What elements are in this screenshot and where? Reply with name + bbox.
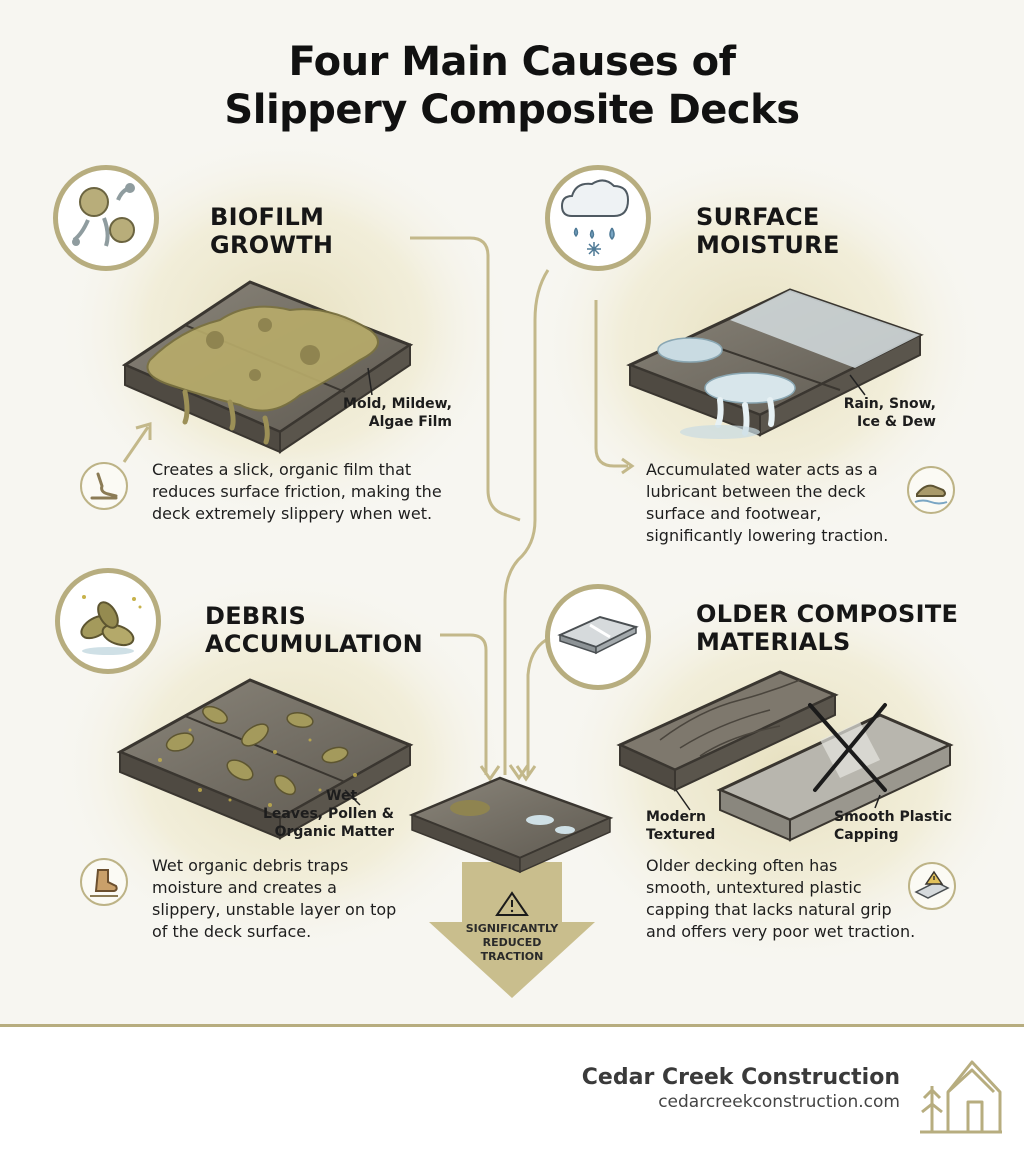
biofilm-desc-line-1: Creates a slick, organic film that [152, 460, 412, 479]
connector-debris [440, 633, 488, 775]
older-caption-modern-line-1: Modern [646, 809, 706, 825]
title-line-1: Four Main Causes of [288, 39, 736, 85]
result-label-line-2: REDUCED [482, 936, 542, 949]
connector-older [526, 638, 547, 775]
older-caption-smooth-line-2: Capping [834, 827, 899, 843]
leaves-icon [55, 568, 161, 674]
moisture-deck [626, 288, 924, 439]
connector-biofilm-up [122, 426, 150, 463]
older-desc-line-2: smooth, untextured plastic [646, 878, 862, 897]
older-caption-smooth: Smooth Plastic Capping [834, 808, 952, 844]
debris-caption-line-3: Organic Matter [274, 824, 394, 840]
footer [0, 1027, 1024, 1154]
debris-caption-line-2: Leaves, Pollen & [262, 806, 394, 822]
moisture-heading-line-1: SURFACE [696, 203, 820, 231]
moisture-caption-line-2: Ice & Dew [856, 414, 936, 430]
rain-snow-icon [545, 165, 651, 271]
biofilm-caption: Mold, Mildew, Algae Film [318, 395, 452, 431]
debris-deck [116, 678, 414, 840]
older-desc-line-1: Older decking often has [646, 856, 838, 875]
debris-heading-line-2: ACCUMULATION [205, 630, 424, 658]
connector-biofilm [410, 236, 521, 522]
older-description: Older decking often has smooth, untextur… [646, 855, 915, 943]
debris-description: Wet organic debris traps moisture and cr… [152, 855, 396, 943]
debris-caption-line-1: Wet [326, 788, 358, 804]
cross-mark [808, 703, 887, 792]
debris-heading-line-1: DEBRIS [205, 602, 307, 630]
older-desc-line-3: capping that lacks natural grip [646, 900, 892, 919]
foot-slip-icon [80, 462, 128, 510]
warning-board-icon [908, 862, 956, 910]
biofilm-desc-line-2: reduces surface friction, making the [152, 482, 442, 501]
biofilm-heading-line-2: GROWTH [210, 231, 334, 259]
biofilm-icon [53, 165, 159, 271]
footer-divider [0, 1024, 1024, 1027]
moisture-desc-line-4: significantly lowering traction. [646, 526, 889, 545]
older-heading-line-2: MATERIALS [696, 628, 851, 656]
debris-heading: DEBRIS ACCUMULATION [205, 602, 423, 658]
moisture-desc-line-2: lubricant between the deck [646, 482, 866, 501]
debris-desc-line-3: slippery, unstable layer on top [152, 900, 397, 919]
company-name: Cedar Creek Construction [581, 1065, 900, 1090]
moisture-description: Accumulated water acts as a lubricant be… [646, 459, 888, 547]
moisture-heading: SURFACE MOISTURE [696, 203, 840, 259]
background-artwork [50, 130, 1024, 998]
older-desc-line-4: and offers very poor wet traction. [646, 922, 916, 941]
moisture-heading-line-2: MOISTURE [696, 231, 840, 259]
biofilm-deck [121, 280, 414, 454]
connector-moisture [503, 269, 550, 775]
connector-lines [122, 236, 635, 782]
debris-caption: Wet Leaves, Pollen & Organic Matter [256, 787, 394, 841]
result-arrow [408, 776, 614, 998]
biofilm-caption-line-1: Mold, Mildew, [343, 396, 452, 412]
company-logo-icon [920, 1060, 1002, 1134]
debris-desc-line-2: moisture and creates a [152, 878, 337, 897]
biofilm-caption-line-2: Algae Film [368, 414, 452, 430]
older-heading: OLDER COMPOSITE MATERIALS [696, 600, 958, 656]
biofilm-desc-line-3: deck extremely slippery when wet. [152, 504, 433, 523]
older-caption-modern-line-2: Textured [646, 827, 716, 843]
connector-moisture-down [594, 300, 628, 468]
older-caption-modern: Modern Textured [646, 808, 715, 844]
page-title: Four Main Causes of Slippery Composite D… [0, 38, 1024, 134]
biofilm-heading-line-1: BIOFILM [210, 203, 325, 231]
moisture-desc-line-3: surface and footwear, [646, 504, 822, 523]
older-caption-smooth-line-1: Smooth Plastic [834, 809, 953, 825]
shoe-slip-icon [907, 466, 955, 514]
moisture-desc-line-1: Accumulated water acts as a [646, 460, 878, 479]
moisture-caption-line-1: Rain, Snow, [843, 396, 936, 412]
result-label-line-1: SIGNIFICANTLY [465, 922, 559, 935]
title-line-2: Slippery Composite Decks [224, 87, 800, 133]
older-heading-line-1: OLDER COMPOSITE [696, 600, 959, 628]
result-label: SIGNIFICANTLY REDUCED TRACTION [450, 922, 574, 964]
connector-moisture-arrow [508, 764, 530, 781]
moisture-caption: Rain, Snow, Ice & Dew [824, 395, 936, 431]
debris-desc-line-1: Wet organic debris traps [152, 856, 349, 875]
boot-slip-icon [80, 858, 128, 906]
smooth-board-icon [545, 584, 651, 690]
older-deck-textured [616, 670, 839, 792]
result-label-line-3: TRACTION [480, 950, 544, 963]
biofilm-description: Creates a slick, organic film that reduc… [152, 459, 442, 525]
biofilm-heading: BIOFILM GROWTH [210, 203, 333, 259]
company-website[interactable]: cedarcreekconstruction.com [658, 1092, 900, 1112]
debris-desc-line-4: of the deck surface. [152, 922, 312, 941]
